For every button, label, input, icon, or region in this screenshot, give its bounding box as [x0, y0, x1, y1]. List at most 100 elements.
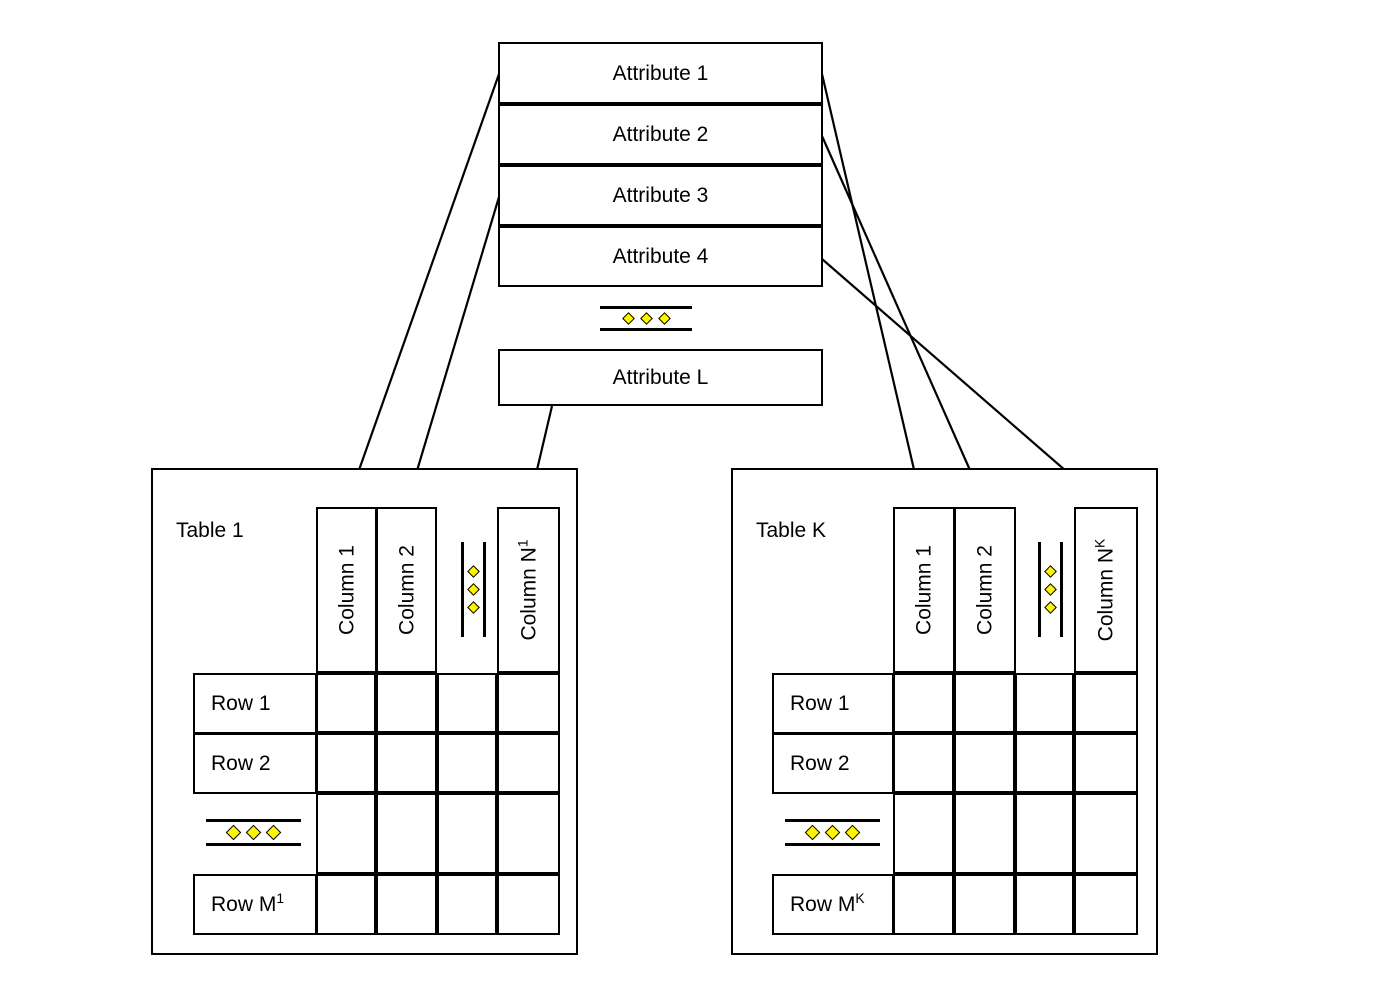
ellipsis-bar-top: [600, 305, 692, 309]
tablek-cell[interactable]: [1015, 793, 1074, 874]
row-base: Row 1: [790, 692, 850, 715]
diamond-icon: [844, 824, 861, 840]
tablek-cell[interactable]: [893, 673, 954, 733]
diamond-icon: [466, 565, 480, 578]
tablek-row-label-1[interactable]: Row 1: [772, 673, 894, 734]
diamond-icon: [621, 311, 635, 325]
table1-cell[interactable]: [497, 733, 560, 793]
attribute-box-3[interactable]: Attribute 3: [498, 165, 823, 226]
table1-column-header-label: Column N1: [514, 539, 540, 641]
table1-cell[interactable]: [316, 793, 376, 874]
table1-cell[interactable]: [437, 874, 497, 935]
tablek-cell[interactable]: [1015, 874, 1074, 935]
tablek-cell[interactable]: [1015, 733, 1074, 793]
attribute-box-last[interactable]: Attribute L: [498, 349, 823, 406]
table-title-1: Table 1: [176, 520, 244, 541]
diamond-icon: [804, 824, 821, 840]
table1-column-header-n[interactable]: Column N1: [497, 507, 560, 673]
row-label-text: Row 1: [211, 693, 271, 714]
table1-cell[interactable]: [316, 733, 376, 793]
table1-cell[interactable]: [497, 793, 560, 874]
table1-row-label-2[interactable]: Row 2: [193, 733, 317, 794]
column-base: Column 2: [395, 545, 418, 635]
attribute-label: Attribute 2: [612, 123, 709, 146]
table1-cell[interactable]: [376, 673, 437, 733]
tablek-cell[interactable]: [954, 793, 1015, 874]
ellipsis-bar-right: [482, 542, 486, 637]
attribute-label: Attribute 4: [612, 245, 709, 268]
table1-cell[interactable]: [437, 793, 497, 874]
arrow-attr2-to-tablek-col2: [820, 135, 987, 506]
tablek-row-ellipsis: [785, 806, 880, 858]
attribute-label: Attribute 3: [612, 184, 709, 207]
table1-cell[interactable]: [437, 733, 497, 793]
row-label-text: Row 2: [211, 753, 271, 774]
diamond-icon: [657, 311, 671, 325]
tablek-column-header-1[interactable]: Column 1: [893, 507, 955, 673]
table1-column-header-label: Column 2: [395, 545, 418, 635]
tablek-cell[interactable]: [954, 733, 1015, 793]
row-base: Row 2: [790, 752, 850, 775]
tablek-column-header-n[interactable]: Column NK: [1074, 507, 1138, 673]
tablek-cell[interactable]: [954, 874, 1015, 935]
table1-column-header-1[interactable]: Column 1: [316, 507, 377, 673]
diamond-icon: [466, 601, 480, 614]
tablek-cell[interactable]: [1074, 874, 1138, 935]
attribute-label: Attribute L: [612, 366, 709, 389]
diamond-icon: [265, 824, 282, 840]
column-base: Column N: [517, 547, 540, 641]
tablek-cell[interactable]: [954, 673, 1015, 733]
row-sup: 1: [276, 890, 285, 906]
table1-cell[interactable]: [497, 874, 560, 935]
ellipsis-bar-bottom: [600, 327, 692, 331]
ellipsis-bar-top: [785, 818, 880, 822]
attribute-box-2[interactable]: Attribute 2: [498, 104, 823, 165]
tablek-column-header-2[interactable]: Column 2: [954, 507, 1016, 673]
arrow-attr4-to-tablek-colN: [821, 258, 1106, 505]
tablek-row-label-2[interactable]: Row 2: [772, 733, 894, 794]
column-base: Column 2: [973, 545, 997, 635]
ellipsis-bar-bottom: [785, 842, 880, 846]
tablek-column-header-label: Column 2: [973, 545, 997, 635]
ellipsis-dots: [225, 822, 282, 843]
diamond-icon: [1043, 583, 1057, 596]
tablek-row-label-m[interactable]: Row MK: [772, 874, 894, 935]
tablek-cell[interactable]: [893, 733, 954, 793]
table1-row-label-1[interactable]: Row 1: [193, 673, 317, 734]
attribute-label: Attribute 1: [612, 61, 709, 85]
row-base: Row 1: [211, 692, 271, 715]
diamond-icon: [1043, 565, 1057, 578]
tablek-column-header-label: Column 1: [913, 545, 936, 635]
table1-cell[interactable]: [316, 673, 376, 733]
tablek-column-header-label: Column NK: [1092, 539, 1118, 642]
ellipsis-bar-bottom: [206, 842, 301, 846]
ellipsis-dots: [804, 822, 861, 843]
column-sup: K: [1091, 538, 1108, 548]
table1-column-ellipsis: [460, 542, 486, 637]
row-label-text: Row 1: [790, 693, 850, 714]
attribute-box-1[interactable]: Attribute 1: [498, 42, 823, 104]
tablek-cell[interactable]: [893, 793, 954, 874]
ellipsis-bar-top: [206, 818, 301, 822]
table-title-label: Table K: [756, 519, 827, 542]
tablek-cell[interactable]: [1074, 793, 1138, 874]
row-base: Row M: [790, 893, 856, 916]
row-label-text: Row MK: [790, 891, 865, 916]
diamond-icon: [639, 311, 653, 325]
table1-cell[interactable]: [376, 733, 437, 793]
table1-row-label-m[interactable]: Row M1: [193, 874, 317, 935]
tablek-cell[interactable]: [1074, 673, 1138, 733]
tablek-cell[interactable]: [1015, 673, 1074, 733]
table1-cell[interactable]: [437, 673, 497, 733]
table1-column-header-2[interactable]: Column 2: [376, 507, 437, 673]
tablek-cell[interactable]: [893, 874, 954, 935]
ellipsis-bar-left: [460, 542, 464, 637]
table1-cell[interactable]: [497, 673, 560, 733]
table1-cell[interactable]: [316, 874, 376, 935]
attribute-box-4[interactable]: Attribute 4: [498, 226, 823, 287]
table1-cell[interactable]: [376, 793, 437, 874]
tablek-cell[interactable]: [1074, 733, 1138, 793]
table1-cell[interactable]: [376, 874, 437, 935]
